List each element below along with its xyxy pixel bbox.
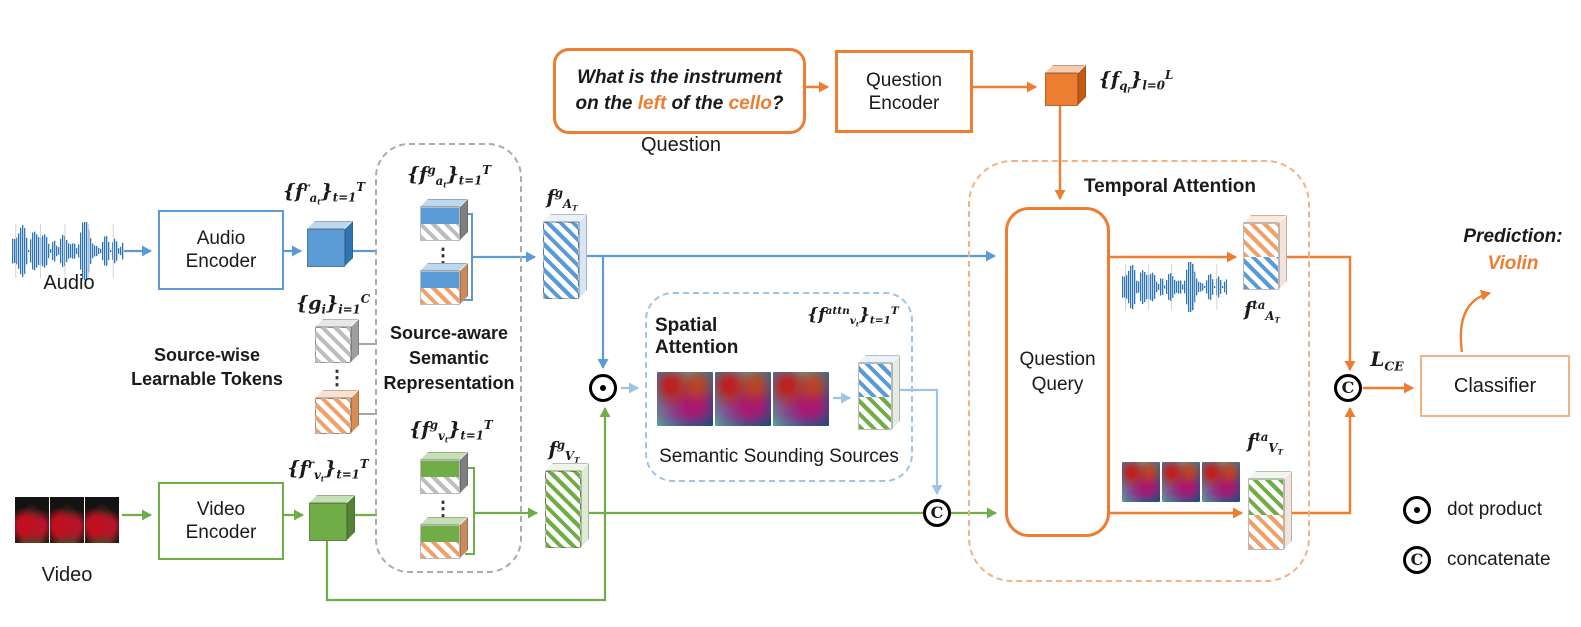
video-label: Video: [41, 564, 93, 586]
video-frames: [15, 497, 119, 543]
spatial-attention-caption: Semantic Sounding Sources: [659, 446, 899, 467]
legend-concatenate-icon: C: [1403, 546, 1431, 574]
video-aggregate-box: [545, 471, 581, 548]
sounding-source-feature-box: [858, 363, 892, 430]
question-label: Question: [640, 134, 722, 156]
heatmap-frame-2: [715, 372, 771, 426]
legend-concatenate-label: concatenate: [1447, 549, 1551, 570]
source-wise-tokens-label: Source-wise Learnable Tokens: [131, 345, 283, 389]
audio-aggregate-box: [543, 222, 579, 299]
question-feature-math: {fql}l=0L: [1098, 68, 1174, 95]
audio-encoder-box: Audio Encoder: [158, 210, 284, 290]
spatial-feature-math: {fattnvt}t=1T: [807, 305, 899, 328]
question-text-line1: What is the instrument: [577, 67, 782, 88]
question-query-box: Question Query: [1005, 207, 1110, 537]
attended-heatmap-1: [1122, 462, 1160, 502]
concatenate-operator-spatial: C: [923, 499, 951, 527]
attention-heatmaps: [657, 372, 829, 426]
video-raw-math: {frvt}t=1T: [287, 457, 369, 484]
video-feature-cube: [309, 503, 347, 541]
semantic-representation-label: Source-aware Semantic Representation: [383, 323, 515, 393]
legend-dot-product-label: dot product: [1447, 499, 1543, 520]
temporal-attention-title: Temporal Attention: [1083, 176, 1257, 197]
question-box: What is the instrument on the left of th…: [553, 48, 806, 134]
ellipsis-audio-semantic: ⋮: [433, 245, 453, 267]
question-encoder-box: Question Encoder: [835, 50, 973, 133]
audio-temporal-feature-box: [1243, 223, 1279, 290]
attended-heatmap-3: [1202, 462, 1240, 502]
heatmap-frame-3: [773, 372, 829, 426]
classifier-box: Classifier: [1420, 355, 1570, 417]
audio-aggregate-math: fgAT: [546, 186, 578, 213]
highlight-left: left: [637, 93, 667, 114]
question-query-line1: Question: [1019, 349, 1096, 370]
ellipsis-tokens: ⋮: [327, 367, 347, 389]
video-temporal-feature-box: [1248, 479, 1284, 550]
video-temporal-math: ftaVT: [1247, 430, 1283, 457]
temporal-attention-module: [968, 160, 1310, 582]
audio-raw-math: {frat}t=1T: [282, 180, 366, 207]
audio-semantic-math: {fgat}t=1T: [406, 163, 492, 190]
video-frame-3: [85, 497, 119, 543]
attended-audio-waveform: [1122, 262, 1227, 312]
prediction-label: Prediction:: [1463, 226, 1563, 247]
attended-heatmap-2: [1162, 462, 1200, 502]
spatial-attention-module: [645, 292, 913, 482]
video-semantic-math: {fgvt}t=1T: [409, 418, 493, 445]
video-frame-2: [50, 497, 84, 543]
question-query-line2: Query: [1031, 374, 1084, 395]
audio-semantic-token-2: [420, 271, 460, 305]
spatial-attention-title: Spatial Attention: [655, 315, 739, 358]
heatmap-frame-1: [657, 372, 713, 426]
dot-product-operator: [589, 374, 617, 402]
semantic-representation-module: [375, 143, 522, 573]
question-text-line2: on the left of the cello?: [575, 93, 784, 114]
video-aggregate-math: fgVT: [548, 438, 580, 465]
video-semantic-token-1: [420, 460, 460, 494]
audio-semantic-token-1: [420, 207, 460, 241]
ellipsis-video-semantic: ⋮: [433, 498, 453, 520]
highlight-cello: cello: [728, 93, 772, 114]
loss-math: LCE: [1370, 347, 1404, 374]
video-frame-1: [15, 497, 49, 543]
learnable-token-cube-gray: [315, 327, 351, 363]
attended-video-heatmaps: [1122, 462, 1240, 502]
video-encoder-box: Video Encoder: [158, 482, 284, 560]
audio-feature-cube: [307, 229, 345, 267]
audio-label: Audio: [43, 272, 95, 294]
learnable-tokens-math: {gi}i=1C: [296, 292, 371, 317]
concatenate-operator-output: C: [1334, 374, 1362, 402]
prediction-value: Violin: [1487, 253, 1539, 274]
question-feature-cube: [1045, 73, 1078, 106]
video-semantic-token-2: [420, 525, 460, 559]
learnable-token-cube-orange: [315, 398, 351, 434]
audio-waveform: [12, 222, 124, 280]
legend-dot-product-icon: [1403, 496, 1431, 524]
audio-temporal-math: ftaAT: [1244, 298, 1280, 325]
